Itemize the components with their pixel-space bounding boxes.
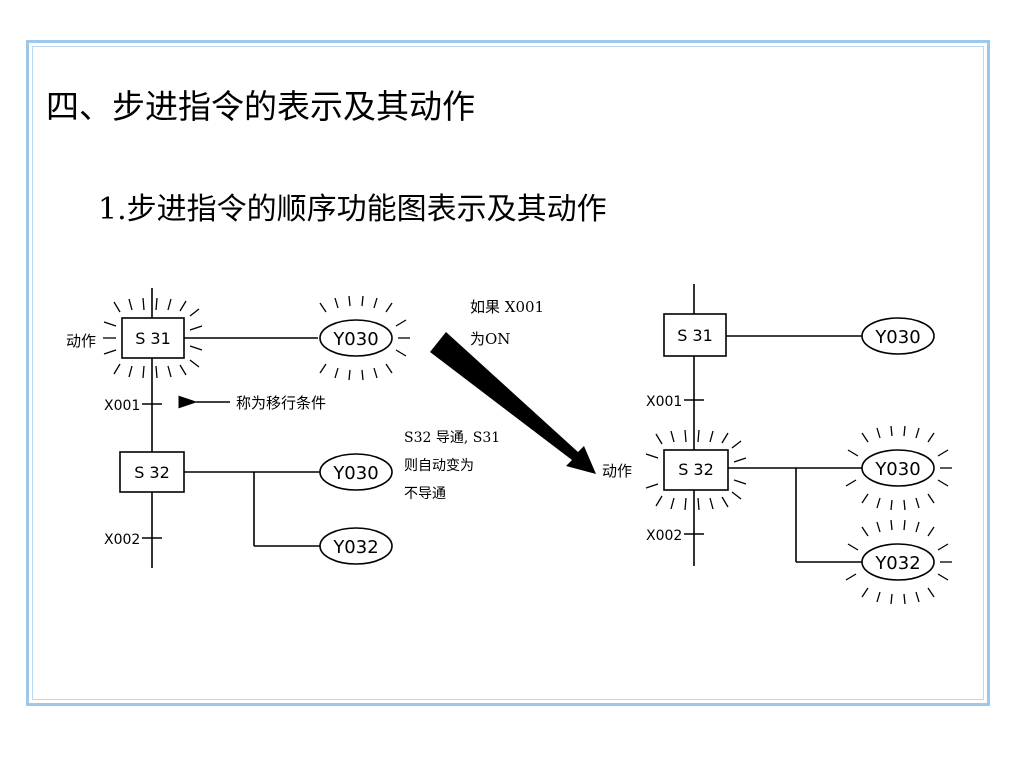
transition-arrow	[430, 332, 596, 474]
right-y032-label: Y032	[874, 553, 920, 574]
right-action-label: 动作	[602, 462, 632, 480]
arrow-note-line2: 为ON	[470, 330, 510, 348]
left-y030-oval-1	[319, 319, 393, 357]
transfer-note-line2: 则自动变为	[404, 458, 474, 474]
left-y030-oval-2	[319, 453, 393, 491]
right-x002-label: X002	[646, 528, 682, 544]
right-s31-label: S 31	[677, 326, 713, 345]
right-diagram	[645, 284, 952, 605]
transfer-note-line1: S32 导通, S31	[404, 430, 500, 446]
right-y030-oval-2	[861, 449, 935, 487]
left-x001-label: X001	[104, 398, 140, 414]
right-step-s32-box	[663, 449, 729, 491]
left-s32-label: S 32	[134, 463, 170, 482]
left-step-s31-box	[121, 317, 185, 359]
right-s32-label: S 32	[678, 460, 714, 479]
slide-frame	[26, 40, 990, 706]
right-y030-oval-1	[861, 317, 935, 355]
right-y032-glow	[845, 519, 952, 605]
left-y032-oval	[319, 527, 393, 565]
left-y030-glow	[319, 295, 410, 381]
right-x001-label: X001	[646, 394, 682, 410]
left-y032-label: Y032	[332, 537, 378, 558]
right-s32-glow	[645, 429, 747, 511]
left-y030-label-2: Y030	[332, 463, 378, 484]
left-s31-label: S 31	[135, 329, 171, 348]
right-y030-glow	[845, 425, 952, 511]
left-s31-glow	[103, 297, 203, 379]
slide-subtitle: 1.步进指令的顺序功能图表示及其动作	[98, 192, 607, 227]
slide-title: 四、步进指令的表示及其动作	[46, 87, 475, 126]
left-condition-note: 称为移行条件	[236, 394, 326, 412]
transfer-note-line3: 不导通	[404, 486, 446, 502]
right-y030-label-2: Y030	[874, 459, 920, 480]
arrow-note-line1: 如果 X001	[470, 298, 544, 316]
left-x002-label: X002	[104, 532, 140, 548]
left-diagram	[103, 288, 410, 568]
left-y030-label-1: Y030	[332, 329, 378, 350]
right-y030-label-1: Y030	[874, 327, 920, 348]
right-step-s31-box	[663, 313, 727, 357]
right-y032-oval	[861, 543, 935, 581]
left-action-label: 动作	[66, 332, 96, 350]
slide-frame-inner	[32, 46, 984, 700]
